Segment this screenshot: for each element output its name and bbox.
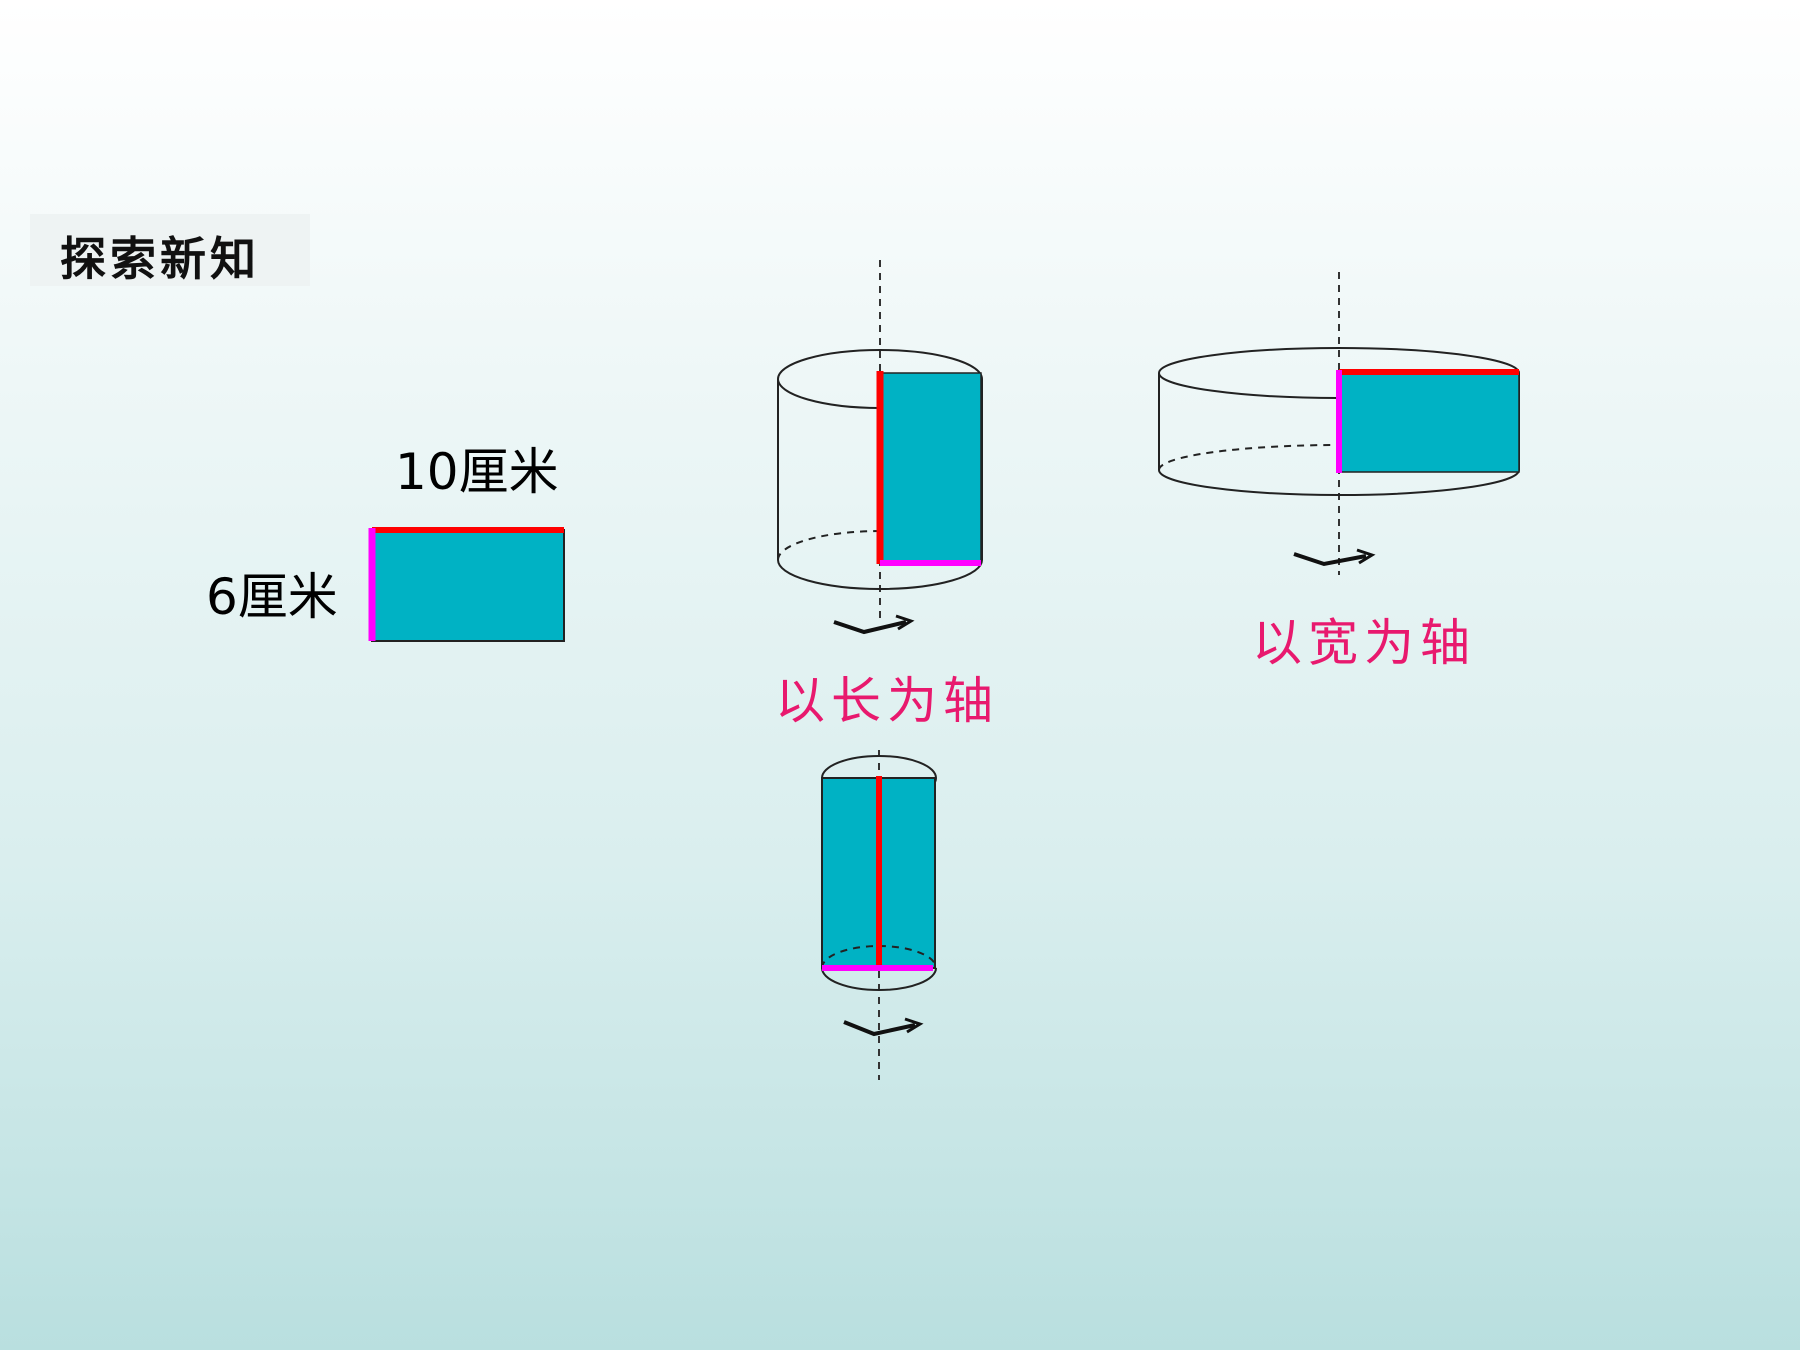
section-tag: 探索新知: [30, 214, 310, 286]
cylinder-length-axis: [777, 260, 983, 635]
source-rectangle: [368, 527, 565, 642]
cylinder-width-axis: [1158, 272, 1520, 575]
rotation-arrow-3: [843, 1020, 916, 1037]
rotation-arrowhead-3: [904, 1017, 924, 1034]
rotating-rect-2: [1338, 371, 1520, 473]
bottom-front-1: [777, 559, 983, 590]
section-tag-text: 探索新知: [60, 232, 260, 286]
cylinder-tall: [821, 750, 937, 1080]
bottom-front-3: [821, 967, 937, 991]
rotation-arrow-2: [1293, 552, 1367, 567]
rotating-rect-1: [879, 372, 982, 564]
bottom-front-2: [1158, 469, 1520, 496]
caption-length-axis: 以长为轴: [775, 672, 999, 730]
rotation-arrowhead-1: [895, 614, 915, 631]
length-label: 10厘米: [395, 443, 559, 501]
rotation-arrow-1: [833, 620, 907, 635]
rotation-arrowhead-2: [1356, 548, 1376, 565]
caption-width-axis: 以宽为轴: [1252, 614, 1476, 672]
rectangle-body: [371, 529, 565, 642]
width-label: 6厘米: [206, 568, 338, 626]
